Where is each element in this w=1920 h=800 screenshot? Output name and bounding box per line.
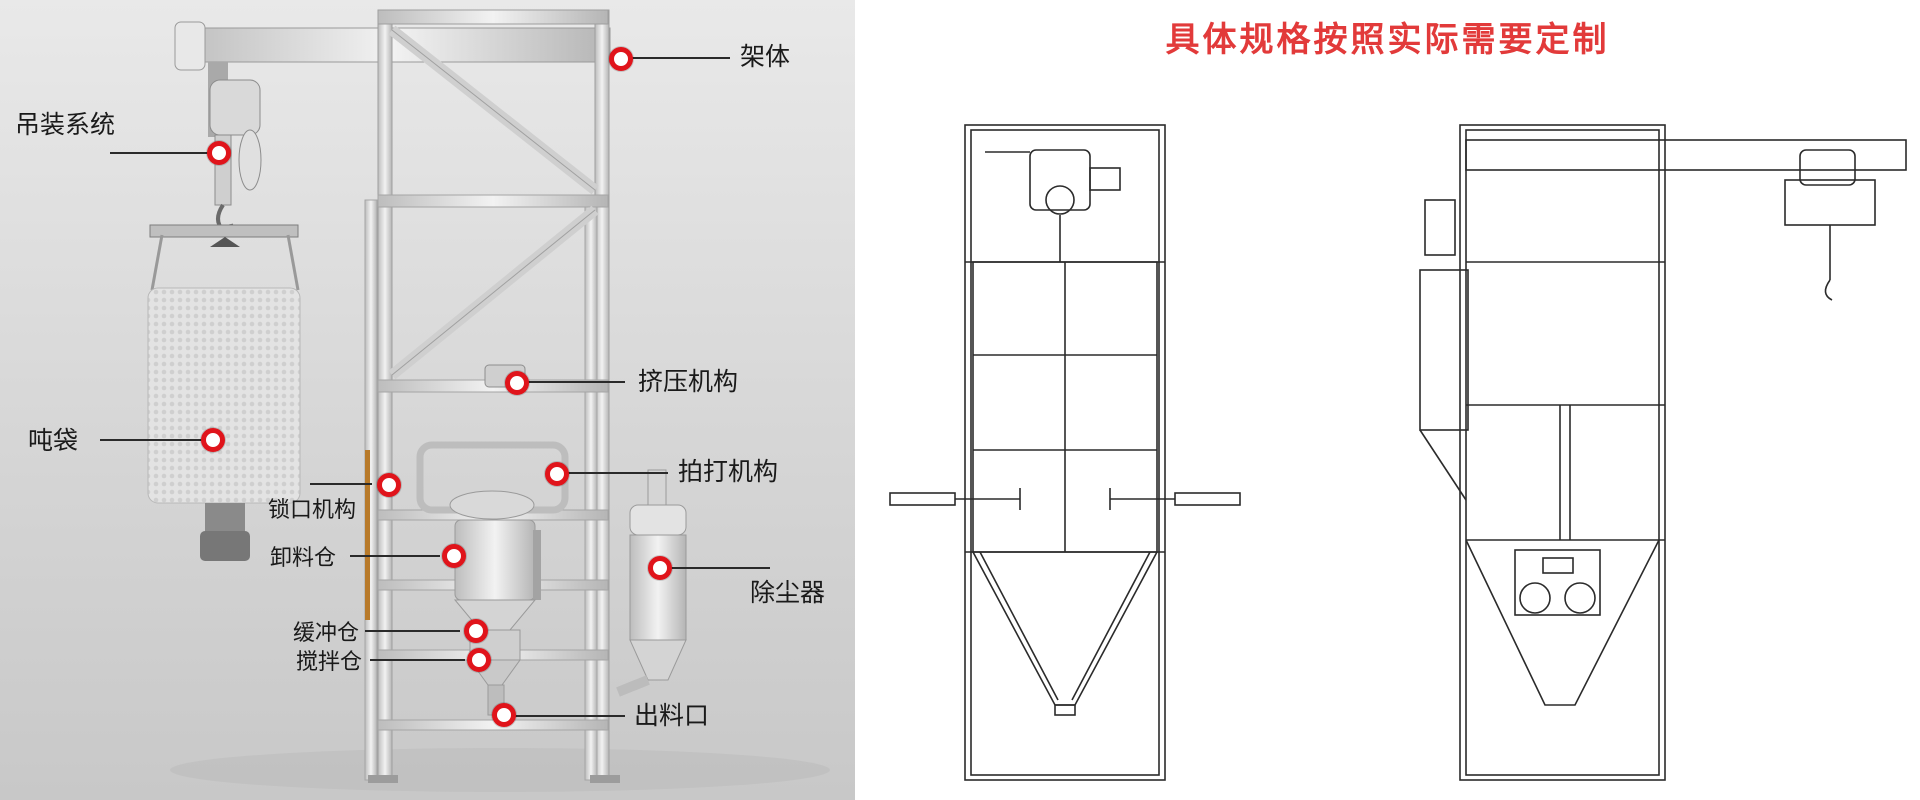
rendered-machine-panel xyxy=(0,0,855,800)
label-buffer-bin: 缓冲仓 xyxy=(293,621,360,646)
marker-hoist[interactable] xyxy=(207,141,231,165)
customization-note: 具体规格按照实际需要定制 xyxy=(1165,20,1610,60)
marker-buffer-bin[interactable] xyxy=(464,619,488,643)
marker-dust-collector[interactable] xyxy=(648,556,672,580)
marker-ton-bag[interactable] xyxy=(201,428,225,452)
marker-frame[interactable] xyxy=(609,47,633,71)
marker-lock[interactable] xyxy=(377,473,401,497)
leader-dust-collector xyxy=(670,567,770,569)
marker-mixer-bin[interactable] xyxy=(467,648,491,672)
label-dust-collector: 除尘器 xyxy=(750,578,826,607)
leader-discharge-bin xyxy=(350,555,440,557)
line-drawing-views xyxy=(889,124,1907,781)
label-squeeze: 挤压机构 xyxy=(638,367,739,396)
label-hoist: 吊装系统 xyxy=(15,110,116,139)
label-mixer-bin: 搅拌仓 xyxy=(296,650,363,675)
leader-frame xyxy=(630,57,730,59)
label-beater: 拍打机构 xyxy=(678,457,779,486)
machine-illustration xyxy=(147,9,830,792)
leader-hoist xyxy=(110,152,210,154)
front-view-drawing xyxy=(889,124,1241,781)
leader-lock xyxy=(310,483,372,485)
marker-discharge-bin[interactable] xyxy=(442,544,466,568)
leader-beater xyxy=(568,472,668,474)
label-lock: 锁口机构 xyxy=(268,498,357,523)
label-outlet: 出料口 xyxy=(634,701,710,730)
label-discharge-bin: 卸料仓 xyxy=(270,546,337,571)
marker-squeeze[interactable] xyxy=(505,371,529,395)
leader-squeeze xyxy=(525,381,625,383)
leader-outlet xyxy=(510,715,625,717)
leader-mixer-bin xyxy=(370,659,465,661)
label-frame: 架体 xyxy=(740,42,791,71)
label-ton-bag: 吨袋 xyxy=(28,426,79,455)
leader-buffer-bin xyxy=(365,630,460,632)
marker-beater[interactable] xyxy=(545,462,569,486)
marker-outlet[interactable] xyxy=(492,703,516,727)
leader-ton-bag xyxy=(100,439,205,441)
technical-drawing-panel: 具体规格按照实际需要定制 xyxy=(855,0,1920,800)
side-view-drawing xyxy=(1419,124,1907,781)
